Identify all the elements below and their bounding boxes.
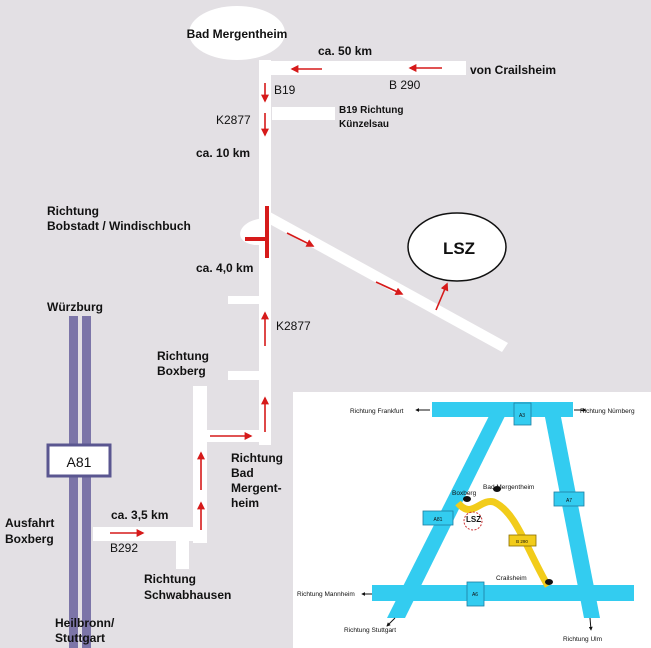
inset-label-a6: A6 (472, 592, 478, 598)
label-exit-1: Ausfahrt (5, 516, 54, 530)
arrow-to-lsz (435, 282, 449, 311)
motorway-a81-lane-left (69, 316, 78, 648)
road-windischbuch-stub (228, 296, 260, 304)
destination-bubble (189, 6, 285, 60)
label-boxberg-2: Boxberg (157, 364, 206, 378)
inset-label-stuttgart: Richtung Stuttgart (344, 627, 396, 634)
lsz-logo (463, 511, 483, 531)
motorway-a81-lane-right (82, 316, 91, 648)
label-bobstadt-2: Bobstadt / Windischbuch (47, 219, 191, 233)
label-b292: B292 (110, 541, 138, 555)
road-boxberg-vertical (193, 386, 207, 543)
arrow-lsz-road-1 (286, 232, 315, 247)
place-dot-crailsheim (545, 579, 553, 585)
label-boxberg-1: Richtung (157, 349, 209, 363)
shield-a6 (466, 581, 485, 607)
road-network (93, 60, 508, 569)
overview-inset: Richtung Frankfurt Richtung Nürnberg A3 … (293, 392, 651, 648)
inset-label-crailsheim: Crailsheim (496, 575, 527, 582)
shield-a7 (553, 491, 585, 507)
inset-label-ulm: Richtung Ulm (563, 636, 602, 643)
label-heilbronn-1: Heilbronn/ (55, 616, 115, 630)
label-k2877-mid: K2877 (276, 319, 311, 333)
inset-label-a81: A81 (434, 517, 443, 523)
inset-direction-arrows (361, 408, 593, 631)
label-exit-2: Boxberg (5, 532, 54, 546)
inset-label-frankfurt: Richtung Frankfurt (350, 408, 404, 415)
label-schwabhausen-1: Richtung (144, 572, 196, 586)
inset-labels: Richtung Frankfurt Richtung Nürnberg A3 … (297, 408, 635, 643)
label-b290: B 290 (389, 78, 421, 92)
label-distance-10: ca. 10 km (196, 146, 250, 160)
inset-label-mannheim: Richtung Mannheim (297, 591, 355, 598)
label-wuerzburg: Würzburg (47, 300, 103, 314)
label-b19-kuenzelsau-1: B19 Richtung (339, 105, 403, 116)
label-heilbronn-2: Stuttgart (55, 631, 105, 645)
label-distance-35: ca. 3,5 km (111, 508, 168, 522)
inset-a6 (372, 585, 634, 601)
inset-a7-right (544, 412, 600, 618)
inset-label-bad-mergentheim: Bad Mergentheim (483, 484, 534, 491)
inset-label-lsz: LSZ (466, 515, 481, 524)
label-bm-3: Mergent- (231, 481, 282, 495)
inset-places (463, 486, 553, 585)
label-distance-4: ca. 4,0 km (196, 261, 253, 275)
lsz-bubble (407, 212, 507, 282)
inset-label-boxberg: Boxberg (452, 490, 477, 497)
junction-marker (245, 206, 269, 258)
label-b19-kuenzelsau-2: Künzelsau (339, 119, 389, 130)
label-b19: B19 (274, 83, 296, 97)
inset-label-b290: B 290 (516, 539, 528, 544)
label-bm-1: Richtung (231, 451, 283, 465)
shield-a81 (422, 510, 454, 526)
label-schwabhausen-2: Schwabhausen (144, 588, 231, 602)
road-boxberg-stub (228, 371, 260, 380)
inset-label-a3: A3 (519, 413, 525, 419)
road-to-lsz (264, 212, 508, 352)
place-dot-bad-mergentheim (493, 486, 501, 492)
inset-a3 (432, 402, 573, 417)
inset-arrow-stuttgart (386, 617, 396, 627)
inset-shields (422, 402, 585, 607)
road-b292 (93, 527, 207, 541)
road-b19-kuenzelsau (272, 107, 335, 120)
shield-a3 (513, 402, 532, 426)
motorway-a81 (46, 316, 112, 648)
arrow-lsz-road-2 (375, 281, 404, 295)
label-lsz: LSZ (443, 239, 475, 258)
label-distance-top: ca. 50 km (318, 44, 372, 58)
direction-arrows (110, 64, 449, 537)
label-a81: A81 (67, 454, 92, 470)
main-map-labels: Bad Mergentheim ca. 50 km von Crailsheim… (5, 27, 556, 645)
inset-arrow-ulm (588, 617, 593, 631)
label-destination: Bad Mergentheim (187, 27, 288, 41)
label-bm-4: heim (231, 496, 259, 510)
label-bobstadt-1: Richtung (47, 204, 99, 218)
place-dot-boxberg (463, 496, 471, 502)
a81-sign (46, 443, 112, 478)
shield-b290 (508, 534, 537, 547)
inset-label-nuernberg: Richtung Nürnberg (580, 408, 635, 415)
road-schwabhausen (176, 537, 189, 569)
label-from-crailsheim: von Crailsheim (470, 63, 556, 77)
inset-label-a7: A7 (566, 498, 572, 504)
label-k2877-top: K2877 (216, 113, 251, 127)
inset-b290 (455, 498, 552, 588)
label-bm-2: Bad (231, 466, 254, 480)
